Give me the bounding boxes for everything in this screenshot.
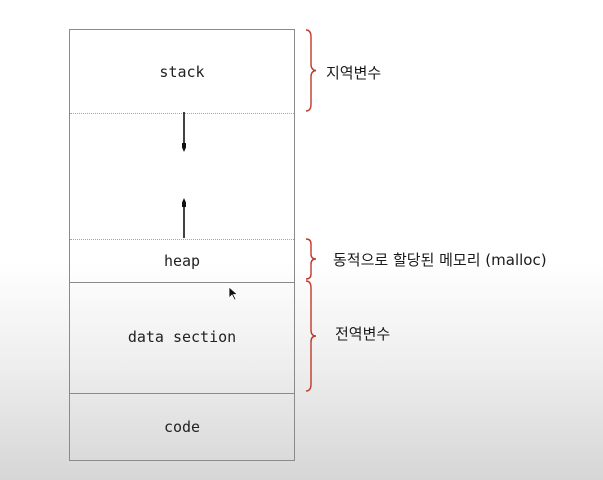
stack-segment: stack	[70, 30, 294, 114]
code-label: code	[163, 418, 201, 436]
stack-annotation: 지역변수	[326, 64, 382, 82]
mouse-cursor-icon	[228, 286, 239, 301]
memory-layout-diagram: stack heap data section code	[69, 29, 295, 461]
stack-brace	[305, 29, 317, 112]
heap-brace	[305, 238, 317, 280]
stack-label: stack	[159, 62, 205, 81]
data-section-segment: data section	[70, 281, 294, 394]
heap-annotation: 동적으로 할당된 메모리 (malloc)	[333, 251, 547, 269]
data-section-annotation: 전역변수	[335, 325, 391, 343]
heap-segment: heap	[70, 239, 294, 283]
code-segment: code	[70, 393, 294, 461]
heap-grow-up-arrow	[182, 198, 186, 238]
data-section-brace	[305, 280, 317, 392]
stack-grow-down-arrow	[182, 112, 186, 152]
data-section-label: data section	[127, 328, 237, 346]
heap-label: heap	[163, 252, 201, 270]
